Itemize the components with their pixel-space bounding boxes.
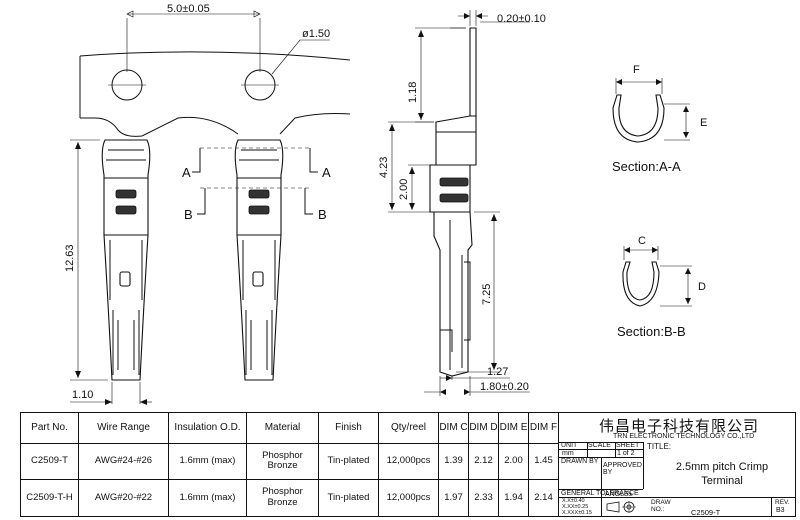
section-b-left: B xyxy=(184,207,193,222)
hdr-qty: Qty/reel xyxy=(378,412,439,444)
table-row: C2509-T AWG#24-#26 1.6mm (max) Phosphor … xyxy=(20,442,559,481)
general-tolerance-label: GENERAL TOLERANCE xyxy=(561,490,639,497)
draw-no-value: C2509-T xyxy=(691,508,721,517)
crimp-height-dim: 2.00 xyxy=(398,179,410,200)
overall-length-dim: 12.63 xyxy=(64,244,76,272)
spec-header-row: Part No. Wire Range Insulation O.D. Mate… xyxy=(20,412,559,444)
section-b-drawing xyxy=(622,246,692,307)
width-bottom-dim: 1.10 xyxy=(72,389,93,401)
projection-symbol-icon xyxy=(606,501,636,513)
spec-table: Part No. Wire Range Insulation O.D. Mate… xyxy=(20,412,559,517)
sheet-label: SHEET xyxy=(616,442,640,449)
terminal-front-right xyxy=(234,139,284,381)
tip-offset-dim: 1.27 xyxy=(487,366,508,378)
cell-part-no: C2509-T xyxy=(20,442,79,481)
dim-f-label: F xyxy=(633,64,640,76)
dim-c-label: C xyxy=(638,235,646,247)
cell-qty: 12,000pcs xyxy=(378,479,439,517)
cell-material: Phosphor Bronze xyxy=(246,479,319,517)
cell-wire-range: AWG#20-#22 xyxy=(78,479,169,517)
carrier-strip xyxy=(79,10,351,137)
section-a-right: A xyxy=(322,165,331,180)
company-name-en: TRN ELECTRONIC TECHNOLOGY CO.,LTD xyxy=(613,433,755,440)
angle-label: ANGLE± xyxy=(605,491,633,498)
section-b-right: B xyxy=(318,207,327,222)
title-block: 伟昌电子科技有限公司 TRN ELECTRONIC TECHNOLOGY CO.… xyxy=(558,412,796,517)
cell-dim-d: 2.33 xyxy=(468,479,499,517)
section-cut-lines xyxy=(192,147,318,215)
hole-dia-dim: ø1.50 xyxy=(302,28,330,40)
cell-finish: Tin-plated xyxy=(318,442,379,481)
terminal-front-left xyxy=(101,139,151,381)
tolerance-1: X.X±0.40 xyxy=(562,498,585,504)
drawn-by-label: DRAWN BY xyxy=(561,458,599,465)
sheet-value: 1 of 2 xyxy=(617,450,635,457)
section-a-left: A xyxy=(182,165,191,180)
title-label: TITLE: xyxy=(647,442,672,451)
section-a-drawing xyxy=(612,78,690,143)
dim-d-label: D xyxy=(698,281,706,293)
unit-label: UNIT xyxy=(561,442,578,449)
approved-by-label: APPROVED BY xyxy=(603,462,642,476)
dim-e-label: E xyxy=(700,117,707,129)
drawing-title-line2: Terminal xyxy=(701,475,743,487)
hdr-part-no: Part No. xyxy=(20,412,79,444)
tolerance-2: X.XX±0.25 xyxy=(562,504,589,510)
cell-dim-c: 1.97 xyxy=(438,479,469,517)
cell-finish: Tin-plated xyxy=(318,479,379,517)
thickness-dim: 0.20±0.10 xyxy=(497,13,546,25)
rev-value: B3 xyxy=(776,507,785,514)
technical-drawing: 5.0±0.05 ø1.50 A A B xyxy=(64,3,707,405)
cell-insulation: 1.6mm (max) xyxy=(168,442,247,481)
hdr-wire-range: Wire Range xyxy=(78,412,169,444)
body-height-dim: 4.23 xyxy=(378,157,390,178)
section-a-title: Section:A-A xyxy=(612,159,681,174)
table-row: C2509-T-H AWG#20-#22 1.6mm (max) Phospho… xyxy=(20,479,559,517)
hdr-dim-d: DIM D xyxy=(468,412,499,444)
hdr-insulation: Insulation O.D. xyxy=(168,412,247,444)
cell-qty: 12,000pcs xyxy=(378,442,439,481)
rev-label: REV. xyxy=(775,499,790,506)
hdr-finish: Finish xyxy=(318,412,379,444)
cell-dim-f: 1.45 xyxy=(528,442,559,481)
cell-wire-range: AWG#24-#26 xyxy=(78,442,169,481)
drawing-title-line1: 2.5mm pitch Crimp xyxy=(675,461,769,473)
side-dim-lines xyxy=(388,10,530,396)
terminal-side-view xyxy=(429,27,477,377)
cell-dim-d: 2.12 xyxy=(468,442,499,481)
hdr-dim-f: DIM F xyxy=(528,412,559,444)
cell-dim-e: 2.00 xyxy=(498,442,529,481)
cell-dim-c: 1.39 xyxy=(438,442,469,481)
tolerance-3: X.XXX±0.15 xyxy=(562,510,592,516)
cell-insulation: 1.6mm (max) xyxy=(168,479,247,517)
contact-length-dim: 7.25 xyxy=(481,284,493,305)
pitch-dim: 5.0±0.05 xyxy=(167,3,210,15)
section-b-title: Section:B-B xyxy=(617,324,686,339)
hdr-dim-e: DIM E xyxy=(498,412,529,444)
hdr-dim-c: DIM C xyxy=(438,412,469,444)
scale-label: SCALE xyxy=(588,442,611,449)
cell-dim-f: 2.14 xyxy=(528,479,559,517)
cell-part-no: C2509-T-H xyxy=(20,479,79,517)
company-name-cn: 伟昌电子科技有限公司 xyxy=(599,417,760,435)
side-width-dim: 1.80±0.20 xyxy=(480,381,529,393)
tab-height-dim: 1.18 xyxy=(407,82,419,103)
unit-value: mm xyxy=(562,450,574,457)
cell-dim-e: 1.94 xyxy=(498,479,529,517)
length-dim-lines xyxy=(70,139,152,405)
hdr-material: Material xyxy=(246,412,319,444)
draw-no-label: DRAW NO.: xyxy=(651,499,671,513)
cell-material: Phosphor Bronze xyxy=(246,442,319,481)
